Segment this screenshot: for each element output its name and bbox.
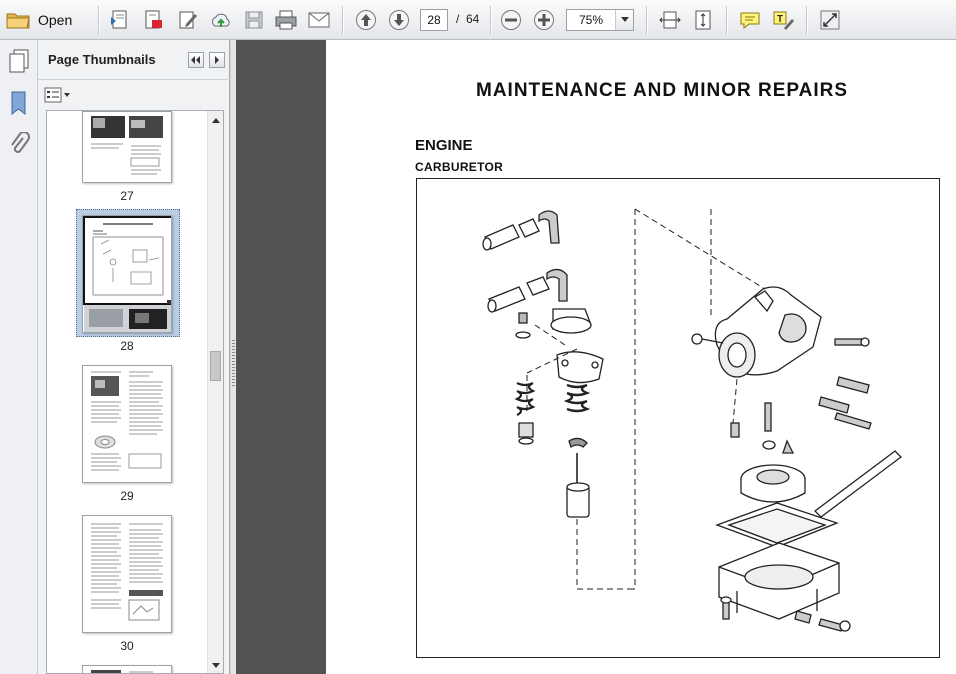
document-page[interactable]: MAINTENANCE AND MINOR REPAIRS ENGINE CAR… — [326, 40, 956, 674]
thumbnail-label-29: 29 — [120, 489, 134, 503]
page-29-preview — [91, 371, 163, 471]
panel-splitter[interactable] — [230, 40, 236, 674]
pdf-convert-icon — [145, 10, 162, 29]
envelope-icon — [308, 12, 330, 28]
expand-panel-button[interactable] — [209, 52, 225, 68]
collapse-panel-button[interactable] — [188, 52, 204, 68]
fit-page-icon — [695, 10, 711, 30]
carburetor-exploded-diagram — [416, 178, 940, 658]
current-page-input[interactable]: 28 — [420, 9, 448, 31]
document-title: MAINTENANCE AND MINOR REPAIRS — [476, 80, 849, 101]
page-thumbnail-29[interactable] — [82, 365, 172, 483]
main-toolbar: Open — [0, 0, 956, 40]
scrollbar-thumb[interactable] — [210, 351, 221, 381]
expand-icon — [820, 10, 840, 30]
save-button[interactable] — [240, 7, 268, 33]
thumbnail-scrollbar[interactable] — [207, 111, 223, 673]
zoom-level-select[interactable]: 75% — [566, 9, 634, 31]
folder-icon — [6, 13, 30, 29]
total-pages: 64 — [466, 12, 480, 26]
svg-text:T: T — [777, 14, 783, 25]
page-thumbnail-30[interactable] — [82, 515, 172, 633]
thumbnail-options-button[interactable] — [44, 86, 72, 104]
speech-bubble-icon — [740, 12, 760, 30]
options-menu-icon — [44, 87, 70, 103]
page-30-preview — [91, 523, 163, 621]
bookmarks-tab[interactable] — [9, 90, 29, 121]
edit-document-icon — [179, 11, 197, 29]
thumbnail-label-27: 27 — [120, 189, 134, 203]
printer-icon — [275, 10, 297, 30]
page-thumbnail-28[interactable] — [82, 215, 172, 333]
page-28-preview — [83, 216, 171, 332]
zoom-level-value: 75% — [579, 13, 604, 27]
pages-icon — [9, 49, 29, 73]
print-button[interactable] — [272, 7, 300, 33]
thumbnail-label-28: 28 — [120, 339, 134, 353]
open-button[interactable]: Open — [6, 7, 82, 33]
page-separator: / — [456, 12, 460, 26]
previous-page-button[interactable] — [352, 7, 380, 33]
arrow-down-icon — [389, 10, 409, 30]
highlighter-icon: T — [773, 11, 794, 30]
panel-title: Page Thumbnails — [48, 52, 156, 67]
fit-width-icon — [659, 11, 681, 29]
page-27-preview — [91, 116, 163, 175]
page-31-preview — [91, 670, 153, 673]
scroll-down-button[interactable] — [208, 659, 223, 673]
double-chevron-left-icon — [191, 56, 200, 64]
page-thumbnails-panel: Page Thumbnails — [38, 40, 230, 674]
attachments-tab[interactable] — [8, 131, 30, 163]
chevron-right-icon — [215, 56, 219, 64]
plus-icon — [534, 10, 554, 30]
cloud-upload-icon — [212, 13, 230, 27]
scroll-up-button[interactable] — [208, 113, 223, 127]
email-button[interactable] — [305, 7, 333, 33]
upload-button[interactable] — [207, 7, 235, 33]
create-pdf-button[interactable] — [106, 7, 134, 33]
section-subheading: CARBURETOR — [415, 160, 504, 174]
carburetor-drawing — [482, 208, 902, 632]
fit-width-button[interactable] — [656, 7, 684, 33]
fullscreen-button[interactable] — [816, 7, 844, 33]
open-label: Open — [38, 12, 73, 28]
chevron-down-icon — [620, 17, 629, 22]
page-thumbnail-27[interactable] — [82, 111, 172, 183]
document-background — [236, 40, 326, 674]
minus-icon — [501, 10, 521, 30]
save-icon — [245, 11, 263, 29]
comment-button[interactable] — [736, 7, 764, 33]
panel-header: Page Thumbnails — [38, 40, 230, 80]
page-thumbnails-tab[interactable] — [7, 48, 31, 79]
splitter-grip[interactable] — [232, 340, 235, 386]
chevron-down-icon — [211, 663, 220, 668]
navigation-pane-strip — [0, 40, 38, 674]
highlight-text-button[interactable]: T — [769, 7, 797, 33]
next-page-button[interactable] — [385, 7, 413, 33]
arrow-up-icon — [356, 10, 376, 30]
create-pdf-icon — [111, 10, 127, 29]
bookmark-icon — [11, 91, 26, 116]
page-thumbnail-31[interactable] — [82, 665, 172, 673]
edit-pdf-button[interactable] — [174, 7, 202, 33]
export-pdf-button[interactable] — [140, 7, 168, 33]
section-heading: ENGINE — [415, 137, 473, 154]
zoom-in-button[interactable] — [530, 7, 558, 33]
zoom-dropdown-arrow[interactable] — [615, 10, 633, 30]
thumbnail-list[interactable]: 27 28 — [46, 110, 224, 674]
paperclip-icon — [11, 131, 30, 153]
fit-page-button[interactable] — [689, 7, 717, 33]
zoom-out-button[interactable] — [497, 7, 525, 33]
thumbnail-label-30: 30 — [120, 639, 134, 653]
chevron-up-icon — [211, 118, 220, 123]
